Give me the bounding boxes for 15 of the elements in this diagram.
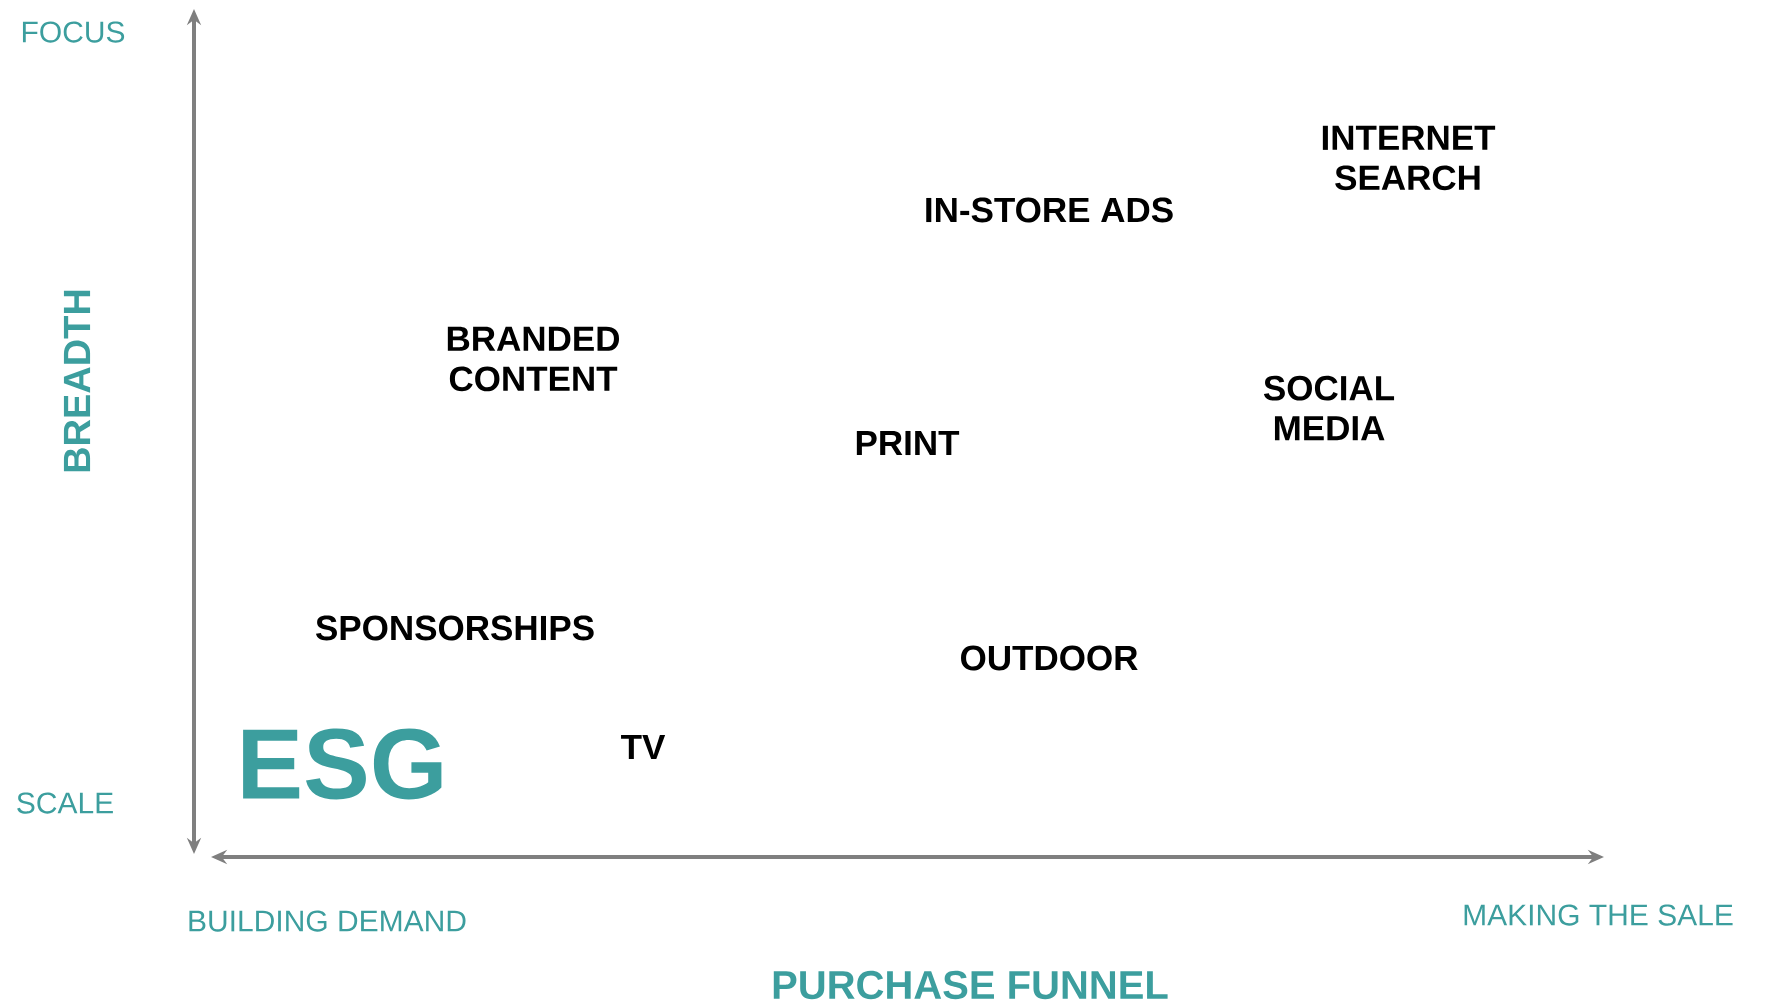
channel-label: IN-STORE ADS — [926, 197, 1173, 223]
channel-label: TV — [621, 734, 666, 760]
channel-label: BRANDED CONTENT — [447, 326, 619, 392]
axis-end-label: BUILDING DEMAND — [189, 910, 466, 932]
channel-label: PRINT — [856, 430, 960, 456]
channel-label: SOCIAL MEDIA — [1263, 375, 1395, 441]
axis-title: BREADTH — [63, 290, 91, 472]
axis-end-label: MAKING THE SALE — [1464, 904, 1733, 926]
axis-title: PURCHASE FUNNEL — [773, 970, 1168, 1000]
channel-label: INTERNET SEARCH — [1322, 125, 1496, 191]
axis-end-label: FOCUS — [22, 21, 125, 43]
axis-end-label: SCALE — [17, 792, 113, 814]
channel-label: SPONSORSHIPS — [315, 615, 594, 641]
channel-label: OUTDOOR — [961, 645, 1138, 671]
highlight-label: ESG — [243, 728, 442, 800]
